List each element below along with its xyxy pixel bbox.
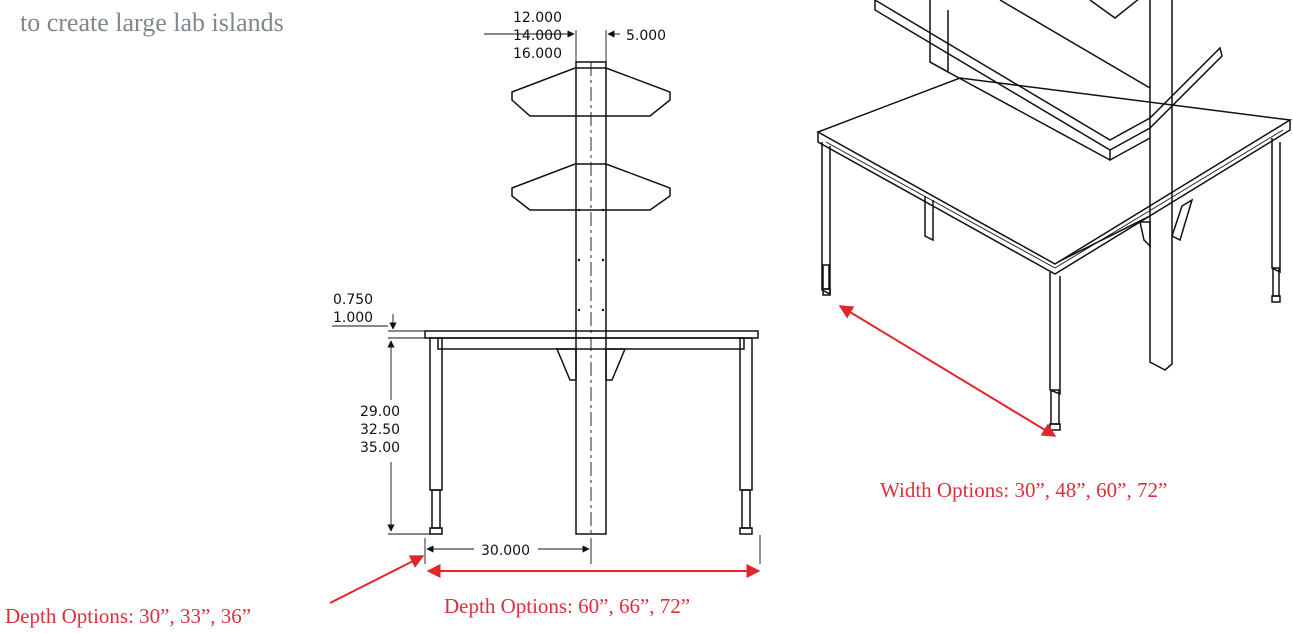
section-heading: to create large lab islands — [20, 8, 284, 37]
width-double-arrow — [838, 305, 1057, 437]
depth-single-caption: Depth Options: 30”, 33”, 36” — [5, 604, 252, 628]
dim-shelf-depth-3: 16.000 — [513, 46, 562, 62]
depth-single-arrow — [329, 555, 425, 604]
iso-upright — [1149, 0, 1173, 371]
depth-double-caption: Depth Options: 60”, 66”, 72” — [444, 594, 691, 618]
dim-shelf-depth-1: 12.000 — [513, 10, 562, 26]
lower-shelf — [511, 163, 671, 211]
dim-work-height-1: 29.00 — [360, 404, 400, 420]
dim-top-thickness-1: 0.750 — [333, 292, 373, 308]
dim-half-depth: 30.000 — [481, 543, 530, 559]
dim-upright-width: 5.000 — [626, 28, 666, 44]
dim-work-height-2: 32.50 — [360, 422, 400, 438]
upper-shelf — [511, 67, 671, 117]
leg-right — [739, 337, 753, 491]
elevation-view: 12.000 14.000 16.000 5.000 0.750 1.000 2… — [329, 10, 761, 604]
dim-top-thickness-2: 1.000 — [333, 310, 373, 326]
leg-left — [429, 337, 443, 491]
width-caption: Width Options: 30”, 48”, 60”, 72” — [880, 478, 1168, 502]
bench-top — [424, 330, 759, 339]
dim-work-height-3: 35.00 — [360, 440, 400, 456]
dim-shelf-depth-2: 14.000 — [513, 28, 562, 44]
isometric-view — [816, 0, 1293, 437]
